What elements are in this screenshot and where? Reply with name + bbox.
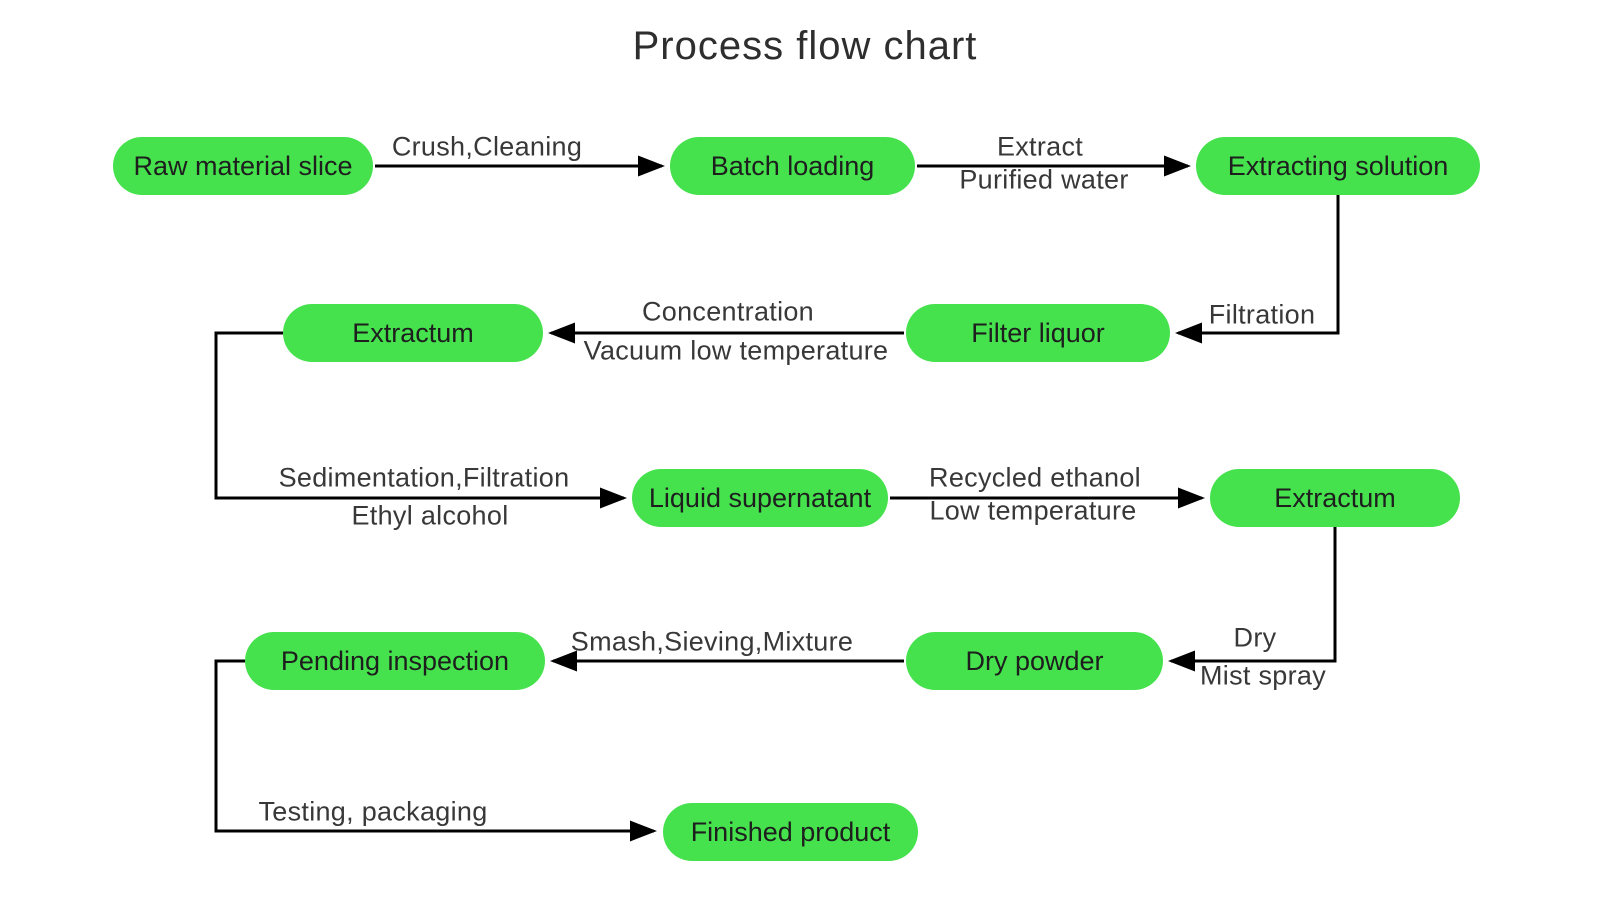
edge-extracting-solution-to-filter-liquor (1175, 195, 1340, 344)
edge-extractum-2-to-dry-powder-label-1: Dry (1233, 622, 1277, 653)
edge-filter-liquor-to-extractum-1-label-2: Vacuum low temperature (583, 335, 889, 366)
edge-liquid-supernatant-to-extractum-2-label-1: Recycled ethanol (929, 462, 1141, 493)
edge-liquid-supernatant-to-extractum-2-label-2: Low temperature (929, 495, 1137, 526)
edge-dry-powder-to-pending-inspection-label-1: Smash,Sieving,Mixture (570, 626, 854, 657)
node-filter-liquor: Filter liquor (906, 304, 1170, 362)
edge-extractum-2-to-dry-powder (1168, 527, 1337, 672)
edge-filter-liquor-to-extractum-1-label-1: Concentration (641, 296, 815, 327)
edge-pending-inspection-to-finished-product (214, 659, 657, 842)
node-liquid-supernatant: Liquid supernatant (632, 469, 888, 527)
edge-extractum-2-to-dry-powder-label-2: Mist spray (1199, 660, 1327, 691)
node-extractum-1: Extractum (283, 304, 543, 362)
edge-extractum-1-to-liquid-supernatant-label-2: Ethyl alcohol (351, 500, 509, 531)
node-raw-material-slice: Raw material slice (113, 137, 373, 195)
edge-raw-material-to-batch-loading-label-1: Crush,Cleaning (391, 131, 583, 162)
edge-extracting-solution-to-filter-liquor-label-1: Filtration (1208, 299, 1316, 330)
page-title: Process flow chart (632, 24, 978, 68)
edge-extractum-1-to-liquid-supernatant-label-1: Sedimentation,Filtration (278, 462, 570, 493)
edge-batch-loading-to-extracting-solution-label-2: Purified water (959, 164, 1129, 195)
edge-pending-inspection-to-finished-product-label-1: Testing, packaging (258, 796, 488, 827)
node-dry-powder: Dry powder (906, 632, 1163, 690)
edge-batch-loading-to-extracting-solution-label-1: Extract (996, 131, 1084, 162)
node-extractum-2: Extractum (1210, 469, 1460, 527)
node-extracting-solution: Extracting solution (1196, 137, 1480, 195)
edge-extractum-1-to-liquid-supernatant (214, 331, 627, 509)
node-pending-inspection: Pending inspection (245, 632, 545, 690)
node-finished-product: Finished product (663, 803, 918, 861)
node-batch-loading: Batch loading (670, 137, 915, 195)
